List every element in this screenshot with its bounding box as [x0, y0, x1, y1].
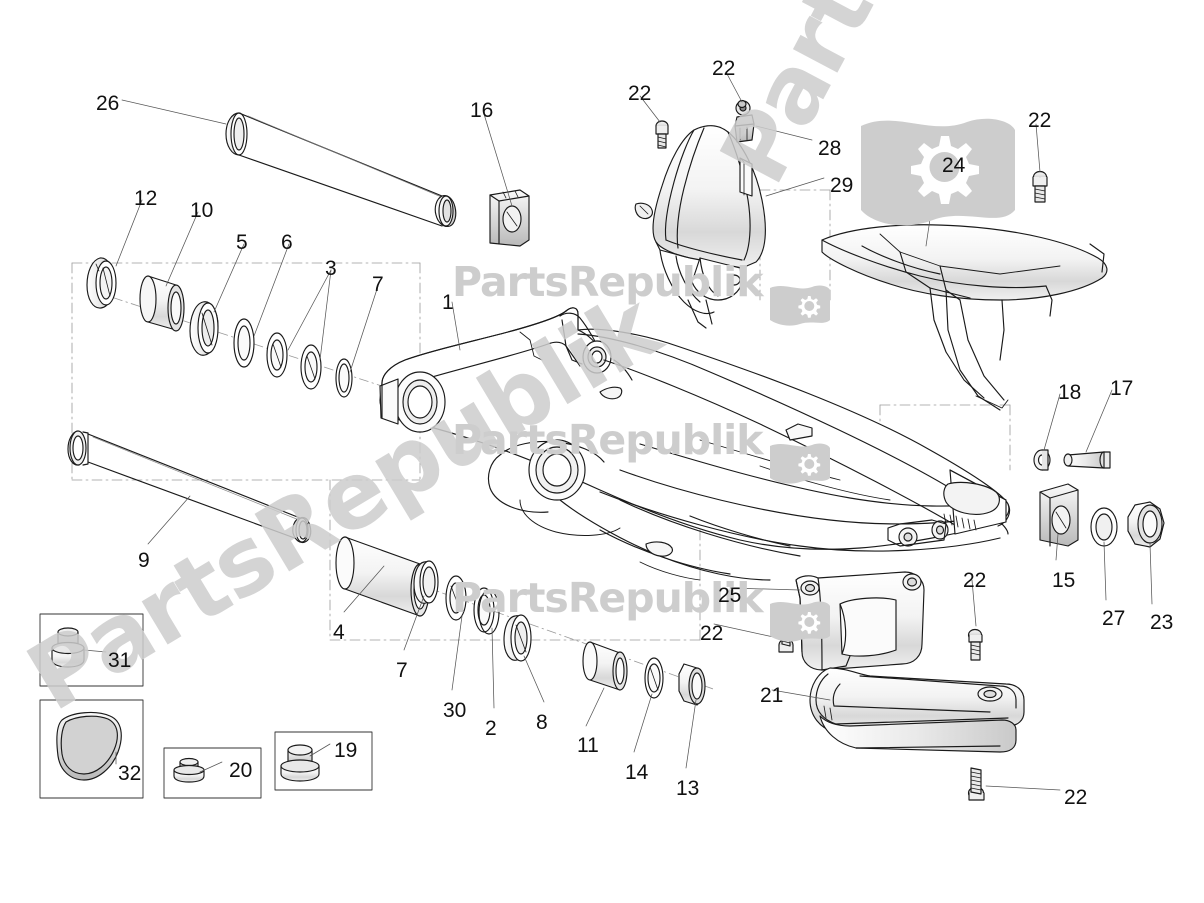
detail-box-20 — [163, 747, 262, 799]
part-9-tube — [67, 430, 312, 544]
fastener-22-b — [1032, 170, 1048, 203]
bearing-stack-left — [86, 257, 353, 398]
fastener-22-d — [778, 629, 794, 653]
part-25-chain-guide — [795, 571, 925, 671]
leader-lines — [83, 71, 1153, 791]
part-24-rear-guard — [821, 224, 1108, 411]
part-1-swingarm — [379, 307, 1011, 581]
part-26-tube — [225, 112, 457, 228]
part-27-washer — [1090, 507, 1118, 547]
part-29-mudguard — [634, 99, 766, 329]
detail-box-31 — [39, 613, 144, 687]
detail-box-32 — [39, 699, 144, 799]
fastener-22-e — [967, 628, 983, 661]
detail-box-19 — [274, 731, 373, 791]
part-23-nut — [1127, 501, 1165, 548]
part-21-chain-slider — [809, 667, 1025, 753]
fastener-22-f — [967, 767, 985, 801]
part-17-bolt — [1063, 451, 1111, 469]
part-4-stack — [335, 536, 706, 706]
part-16-block — [489, 189, 530, 247]
part-15-chain-adjuster — [1039, 483, 1079, 547]
part-18-washer — [1033, 449, 1051, 471]
fastener-22-a — [655, 120, 669, 149]
